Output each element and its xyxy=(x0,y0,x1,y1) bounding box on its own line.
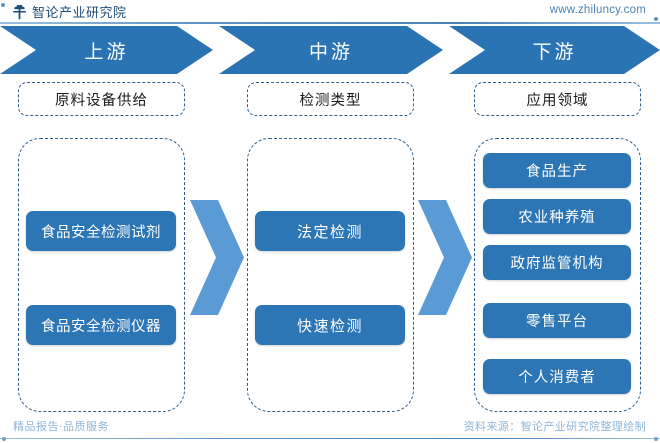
node-item: 农业种养殖 xyxy=(483,199,631,234)
footer-slogan: 精品报告·品质服务 xyxy=(13,420,109,433)
clover-logo-icon xyxy=(12,4,27,20)
node-item-label: 零售平台 xyxy=(526,314,588,330)
node-item-label: 食品安全检测仪器 xyxy=(41,318,161,335)
node-item: 法定检测 xyxy=(255,211,405,251)
node-item-label: 政府监管机构 xyxy=(510,256,604,272)
stage-column-midstream xyxy=(247,138,414,412)
stage-column-upstream xyxy=(18,138,185,412)
node-item: 食品安全检测仪器 xyxy=(26,305,176,345)
node-item-label: 个人消费者 xyxy=(518,370,596,386)
node-item: 政府监管机构 xyxy=(483,245,631,280)
category-pill-upstream: 原料设备供给 xyxy=(18,82,185,116)
chevron-right-arrow-icon xyxy=(418,200,472,315)
stage-chevron-label: 下游 xyxy=(532,40,577,63)
footer-rule-dot-right xyxy=(654,437,658,441)
page-header: 智论产业研究院 www.zhiluncy.com xyxy=(0,0,660,24)
chevron-right-arrow-icon xyxy=(190,200,244,315)
node-item: 快速检测 xyxy=(255,305,405,345)
footer-divider-rule xyxy=(0,437,660,439)
node-item-label: 食品生产 xyxy=(526,164,588,180)
category-pill-downstream: 应用领域 xyxy=(474,82,641,116)
node-item-label: 农业种养殖 xyxy=(518,210,596,226)
header-rule-dot-left xyxy=(1,3,5,7)
node-item: 个人消费者 xyxy=(483,359,631,394)
stage-chevron-downstream: 下游 xyxy=(449,26,660,74)
category-pill-label: 检测类型 xyxy=(299,92,362,109)
stage-chevron-label: 上游 xyxy=(84,40,129,63)
stage-chevron-upstream: 上游 xyxy=(0,26,213,74)
node-item-label: 快速检测 xyxy=(296,316,363,335)
site-url-label: www.zhiluncy.com xyxy=(549,4,646,16)
node-item: 食品安全检测试剂 xyxy=(26,211,176,251)
category-pill-label: 应用领域 xyxy=(526,92,589,109)
brand-logo[interactable]: 智论产业研究院 xyxy=(12,2,127,21)
footer-source-label: 资料来源：智论产业研究院整理绘制 xyxy=(463,420,646,433)
node-item-label: 食品安全检测试剂 xyxy=(41,224,161,241)
brand-name: 智论产业研究院 xyxy=(32,6,127,21)
stage-chevron-label: 中游 xyxy=(308,40,353,63)
header-divider-rule xyxy=(0,22,660,24)
node-item-label: 法定检测 xyxy=(296,222,363,241)
category-pill-midstream: 检测类型 xyxy=(247,82,414,116)
category-pill-label: 原料设备供给 xyxy=(55,92,148,109)
node-item: 食品生产 xyxy=(483,153,631,188)
footer-rule-dot-left xyxy=(2,437,6,441)
stage-chevron-midstream: 中游 xyxy=(219,26,443,74)
header-rule-dot-right xyxy=(654,17,658,21)
node-item: 零售平台 xyxy=(483,303,631,338)
